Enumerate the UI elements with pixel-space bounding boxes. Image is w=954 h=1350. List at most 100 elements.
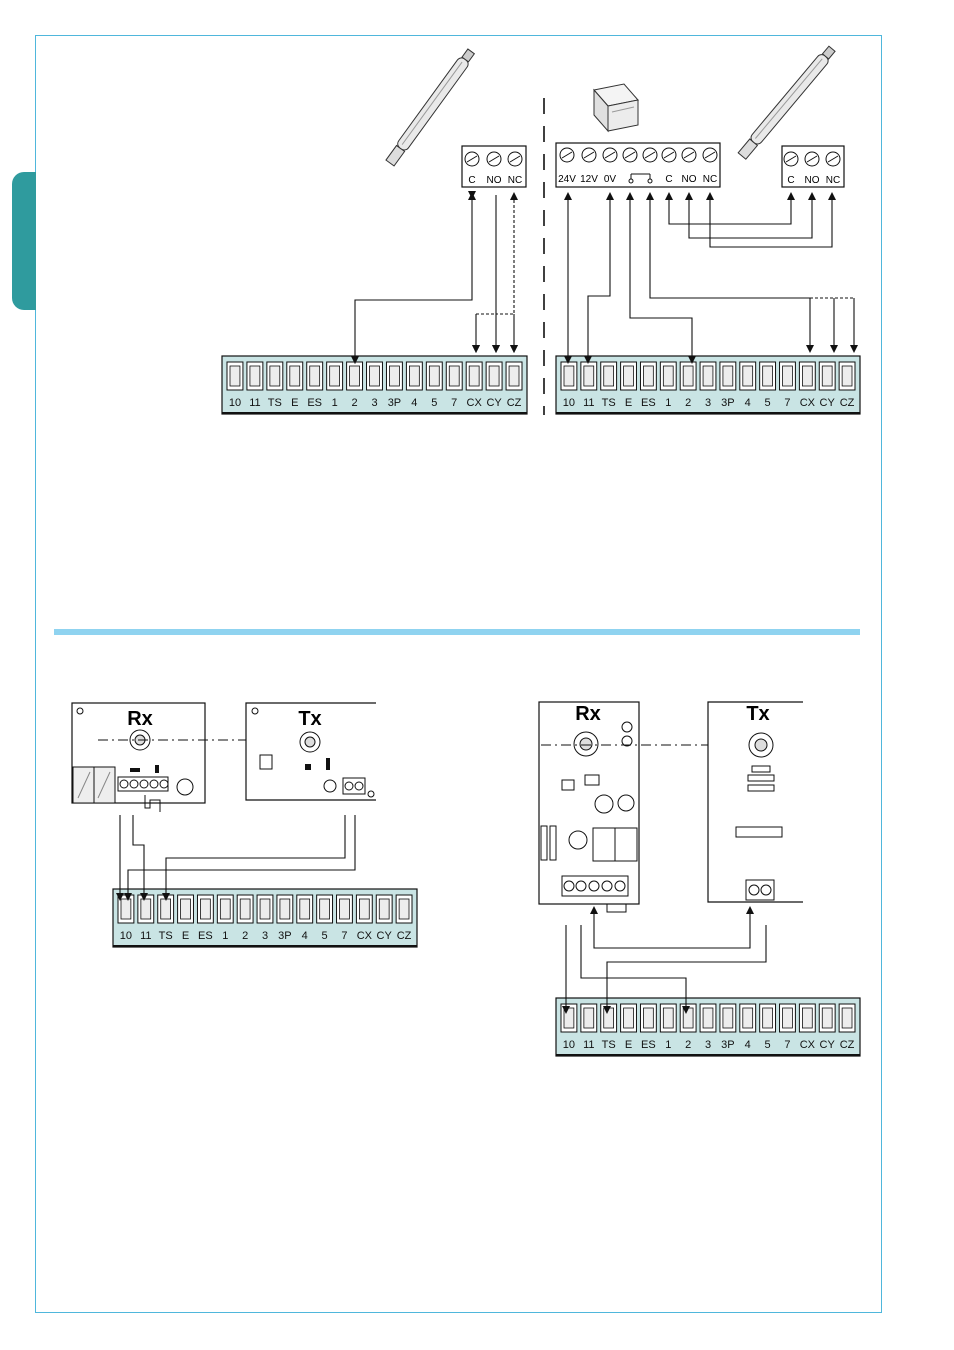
terminal-label: E (625, 1039, 632, 1051)
contact-label-nc: NC (826, 175, 840, 186)
terminal-strip-bottom-left: 1011TSEES1233P457CXCYCZ (113, 889, 417, 947)
terminal-label: 4 (411, 397, 417, 409)
terminal-cz: CZ (396, 895, 412, 942)
terminal-label: 5 (431, 397, 437, 409)
rx-board-right: Rx (539, 702, 639, 912)
terminal-cy: CY (486, 362, 502, 409)
terminal-label: CZ (840, 1039, 855, 1051)
terminal-label: 4 (745, 1039, 751, 1051)
control-box-icon (594, 84, 638, 131)
screw-icon (560, 148, 574, 162)
terminal-3p: 3P (277, 895, 293, 942)
terminal-3p: 3P (720, 1004, 736, 1051)
screw-icon (703, 148, 717, 162)
contact-label-c: C (468, 175, 475, 186)
terminal-ts: TS (601, 362, 617, 409)
relay-label-c: C (665, 174, 672, 185)
screw-icon (643, 148, 657, 162)
contact-label-no: NO (805, 175, 820, 186)
terminal-es: ES (640, 362, 656, 409)
rx-label: Rx (575, 703, 601, 725)
terminal-label: 3 (262, 930, 268, 942)
terminal-cy: CY (819, 362, 835, 409)
tx-label: Tx (746, 703, 769, 725)
relay-label-0v: 0V (604, 174, 617, 185)
terminal-label: 2 (685, 1039, 691, 1051)
terminal-label: CY (820, 397, 836, 409)
screw-icon (784, 152, 798, 166)
terminal-ts: TS (158, 895, 174, 942)
terminal-11: 11 (581, 362, 597, 409)
wiring-bottom-right (566, 912, 766, 1010)
terminal-label: CY (377, 930, 393, 942)
tx-board-right: Tx (708, 702, 803, 902)
terminal-label: 11 (249, 397, 260, 409)
terminal-label: 2 (242, 930, 248, 942)
terminal-ts: TS (601, 1004, 617, 1051)
terminal-label: 4 (302, 930, 308, 942)
terminal-cz: CZ (839, 362, 855, 409)
terminal-label: CY (486, 397, 502, 409)
terminal-10: 10 (227, 362, 243, 409)
sensing-edge-right-icon (737, 45, 836, 160)
terminal-cy: CY (376, 895, 392, 942)
tx-board-left: Tx (246, 703, 376, 800)
terminal-label: E (182, 930, 189, 942)
terminal-label: 2 (685, 397, 691, 409)
screw-icon (662, 148, 676, 162)
terminal-label: 3 (371, 397, 377, 409)
terminal-label: TS (602, 1039, 616, 1051)
tx-label: Tx (298, 708, 321, 730)
terminal-label: ES (641, 1039, 656, 1051)
terminal-label: 10 (563, 397, 575, 409)
terminal-label: CY (820, 1039, 836, 1051)
contact-label-c: C (787, 175, 794, 186)
relay-module-block: 24V 12V 0V C NO NC (556, 143, 720, 187)
terminal-label: 11 (583, 1039, 594, 1051)
terminal-label: ES (641, 397, 656, 409)
terminal-label: CZ (397, 930, 412, 942)
terminal-label: 1 (665, 1039, 671, 1051)
terminal-strip-bottom-right: 1011TSEES1233P457CXCYCZ (556, 998, 860, 1056)
terminal-label: 11 (140, 930, 151, 942)
terminal-label: 7 (341, 930, 347, 942)
terminal-label: CX (800, 397, 816, 409)
screw-icon (582, 148, 596, 162)
relay-label-no: NO (682, 174, 697, 185)
terminal-label: 10 (120, 930, 132, 942)
terminal-label: 3P (388, 397, 401, 409)
terminal-label: 3P (721, 1039, 734, 1051)
terminal-label: 3 (705, 397, 711, 409)
terminal-cx: CX (356, 895, 372, 942)
terminal-strip-top-right: 1011TSEES1233P457CXCYCZ (556, 356, 860, 414)
terminal-label: TS (159, 930, 173, 942)
terminal-label: 11 (583, 397, 594, 409)
terminal-label: E (625, 397, 632, 409)
screw-icon (623, 148, 637, 162)
terminal-es: ES (307, 362, 323, 409)
relay-label-24v: 24V (558, 174, 576, 185)
terminal-label: 5 (322, 930, 328, 942)
terminal-label: 1 (332, 397, 338, 409)
terminal-10: 10 (118, 895, 134, 942)
terminal-label: 1 (665, 397, 671, 409)
terminal-label: 7 (784, 1039, 790, 1051)
arrow-up (468, 192, 476, 200)
contact-block-right: C NO NC (782, 146, 844, 187)
relay-label-12v: 12V (580, 174, 598, 185)
terminal-cz: CZ (506, 362, 522, 409)
terminal-label: 3P (721, 397, 734, 409)
arrow-up (510, 192, 518, 200)
rx-board-left: Rx (72, 703, 205, 812)
wiring-top-right (568, 198, 854, 360)
screw-icon (682, 148, 696, 162)
terminal-11: 11 (581, 1004, 597, 1051)
screw-icon (465, 152, 479, 166)
screw-icon (487, 152, 501, 166)
terminal-label: 2 (352, 397, 358, 409)
screw-icon (603, 148, 617, 162)
terminal-label: 10 (563, 1039, 575, 1051)
terminal-label: 7 (451, 397, 457, 409)
terminal-cx: CX (466, 362, 482, 409)
